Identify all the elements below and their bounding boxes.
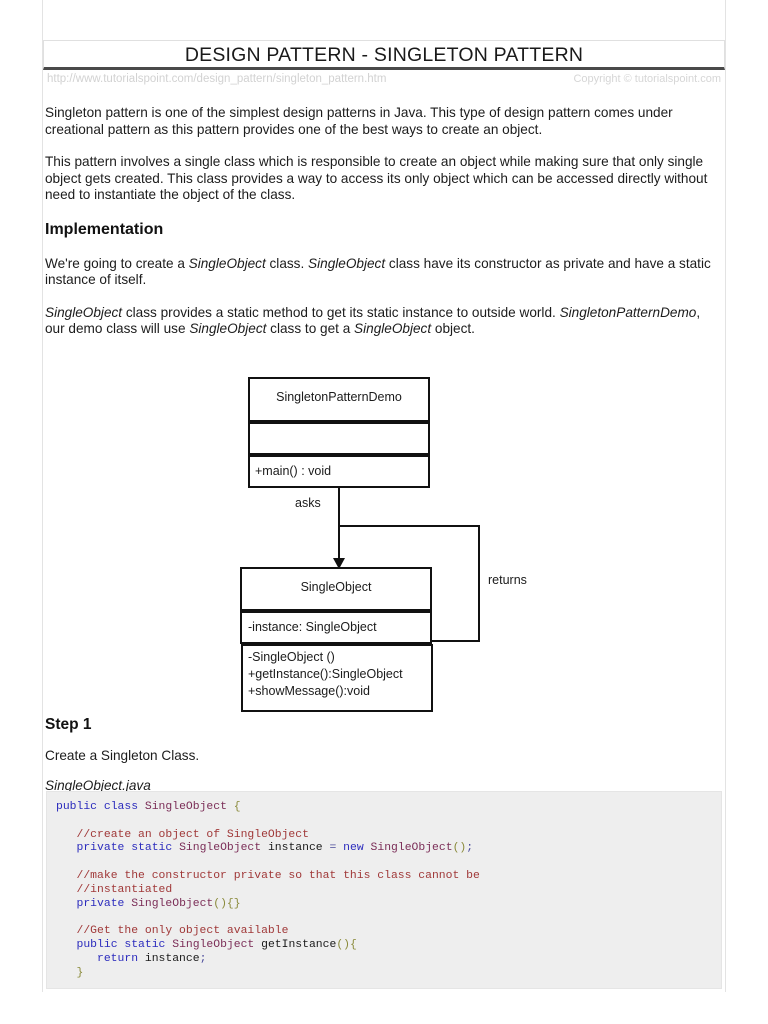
code-token-assign: = — [329, 842, 337, 855]
uml-class-demo-attributes-compartment — [248, 421, 430, 455]
implementation-paragraph-2: SingleObject class provides a static met… — [45, 305, 719, 338]
code-token-semicolon-2: ; — [199, 952, 207, 965]
uml-class-singleobject-methods-compartment — [241, 643, 433, 712]
code-content: public class SingleObject { //create an … — [47, 792, 721, 980]
intro-paragraph-2: This pattern involves a single class whi… — [45, 154, 708, 202]
header-meta-row: http://www.tutorialspoint.com/design_pat… — [45, 73, 723, 89]
impl-p2-text-4: object. — [431, 321, 475, 336]
uml-singleobject-method-2: +getInstance():SingleObject — [248, 666, 403, 681]
impl-p1-text-3: class have its constructor as private an… — [45, 255, 711, 288]
code-token-static-1: static — [131, 842, 173, 855]
code-comment-4: //Get the only object available — [76, 925, 289, 938]
uml-class-singleobject-attributes-compartment — [240, 610, 432, 644]
code-token-brace-2: } — [76, 966, 84, 979]
uml-class-demo-name-compartment — [248, 376, 430, 422]
uml-class-singleobject-name-compartment — [240, 566, 432, 611]
uml-edge-returns-bottom-line — [430, 639, 480, 642]
document-page: DESIGN PATTERN - SINGLETON PATTERN http:… — [42, 0, 726, 992]
uml-edge-returns-top-line — [338, 524, 480, 527]
code-block[interactable]: public class SingleObject { //create an … — [46, 791, 722, 989]
uml-singleobject-method-1: -SingleObject () — [248, 649, 335, 664]
code-token-type-2: SingleObject — [179, 842, 262, 855]
code-comment-3: //instantiated — [76, 883, 173, 896]
uml-edge-asks-line — [338, 487, 340, 575]
uml-demo-class-name: SingletonPatternDemo — [276, 389, 402, 404]
uml-singleobject-method-3: +showMessage():void — [248, 683, 370, 698]
impl-p1-text-1: We're going to create a — [45, 255, 189, 271]
copyright-notice: Copyright © tutorialspoint.com — [573, 73, 721, 85]
impl-p1-emphasis-1: SingleObject — [188, 255, 266, 271]
impl-p1-emphasis-2: SingleObject — [308, 255, 386, 271]
impl-p2-text-3: class to get a — [266, 321, 355, 336]
impl-p1-text-2: class. — [265, 255, 309, 271]
uml-class-demo-methods-compartment — [248, 454, 430, 488]
step1-filename: SingleObject.java — [45, 777, 151, 793]
impl-p2-text-1: class provides a static method to get it… — [122, 304, 560, 320]
code-token-semicolon-1: ; — [466, 842, 474, 855]
code-comment-1: //create an object of SingleObject — [76, 828, 309, 841]
code-token-parens-3: (){ — [336, 938, 357, 951]
uml-singleobject-class-name: SingleObject — [300, 579, 372, 594]
code-token-static-2: static — [124, 938, 166, 951]
uml-edge-asks-label: asks — [295, 495, 321, 510]
uml-demo-class-methods: +main() : void — [255, 463, 332, 478]
step1-description: Create a Singleton Class. — [45, 747, 200, 763]
source-url: http://www.tutorialspoint.com/design_pat… — [47, 73, 387, 85]
step1-heading: Step 1 — [45, 715, 92, 733]
impl-p2-emphasis-2: SingletonPatternDemo — [559, 304, 697, 320]
code-token-type-1: SingleObject — [144, 801, 227, 813]
code-comment-2: //make the constructor private so that t… — [76, 869, 480, 882]
impl-p2-emphasis-1: SingleObject — [45, 304, 123, 320]
code-token-type-4: SingleObject — [131, 897, 214, 910]
code-token-getinstance: getInstance — [261, 938, 337, 951]
implementation-paragraph-1: We're going to create a SingleObject cla… — [45, 256, 719, 289]
impl-p2-emphasis-3: SingleObject — [189, 321, 267, 336]
code-token-public-2: public — [76, 938, 118, 951]
code-token-type-3: SingleObject — [370, 842, 453, 855]
uml-singleobject-attribute: -instance: SingleObject — [248, 619, 377, 634]
impl-p2-text-2: , our demo class will use — [45, 304, 701, 337]
uml-edge-asks-arrowhead — [333, 557, 345, 569]
intro-paragraph-1: Singleton pattern is one of the simplest… — [45, 105, 673, 137]
document-content: Singleton pattern is one of the simplest… — [45, 105, 723, 807]
code-token-instance-1: instance — [267, 842, 323, 855]
code-token-parens-1: () — [452, 842, 467, 855]
code-token-parens-2: (){} — [213, 897, 241, 910]
code-token-class: class — [103, 801, 139, 813]
code-token-private-2: private — [76, 897, 125, 910]
code-token-instance-2: instance — [144, 952, 200, 965]
document-header: DESIGN PATTERN - SINGLETON PATTERN — [43, 40, 725, 70]
uml-edge-returns-right-line — [478, 524, 480, 642]
code-token-type-5: SingleObject — [172, 938, 255, 951]
impl-p2-emphasis-4: SingleObject — [354, 321, 432, 336]
uml-class-diagram: SingletonPatternDemo +main() : void asks… — [45, 354, 723, 716]
code-token-private-1: private — [76, 842, 125, 855]
page-title: DESIGN PATTERN - SINGLETON PATTERN — [184, 44, 584, 66]
uml-edge-returns-label: returns — [488, 572, 527, 587]
code-token-public-1: public — [56, 801, 98, 813]
implementation-heading: Implementation — [45, 220, 164, 238]
code-token-return: return — [97, 952, 139, 965]
code-token-new: new — [343, 842, 364, 855]
code-token-brace-1: { — [233, 801, 241, 813]
